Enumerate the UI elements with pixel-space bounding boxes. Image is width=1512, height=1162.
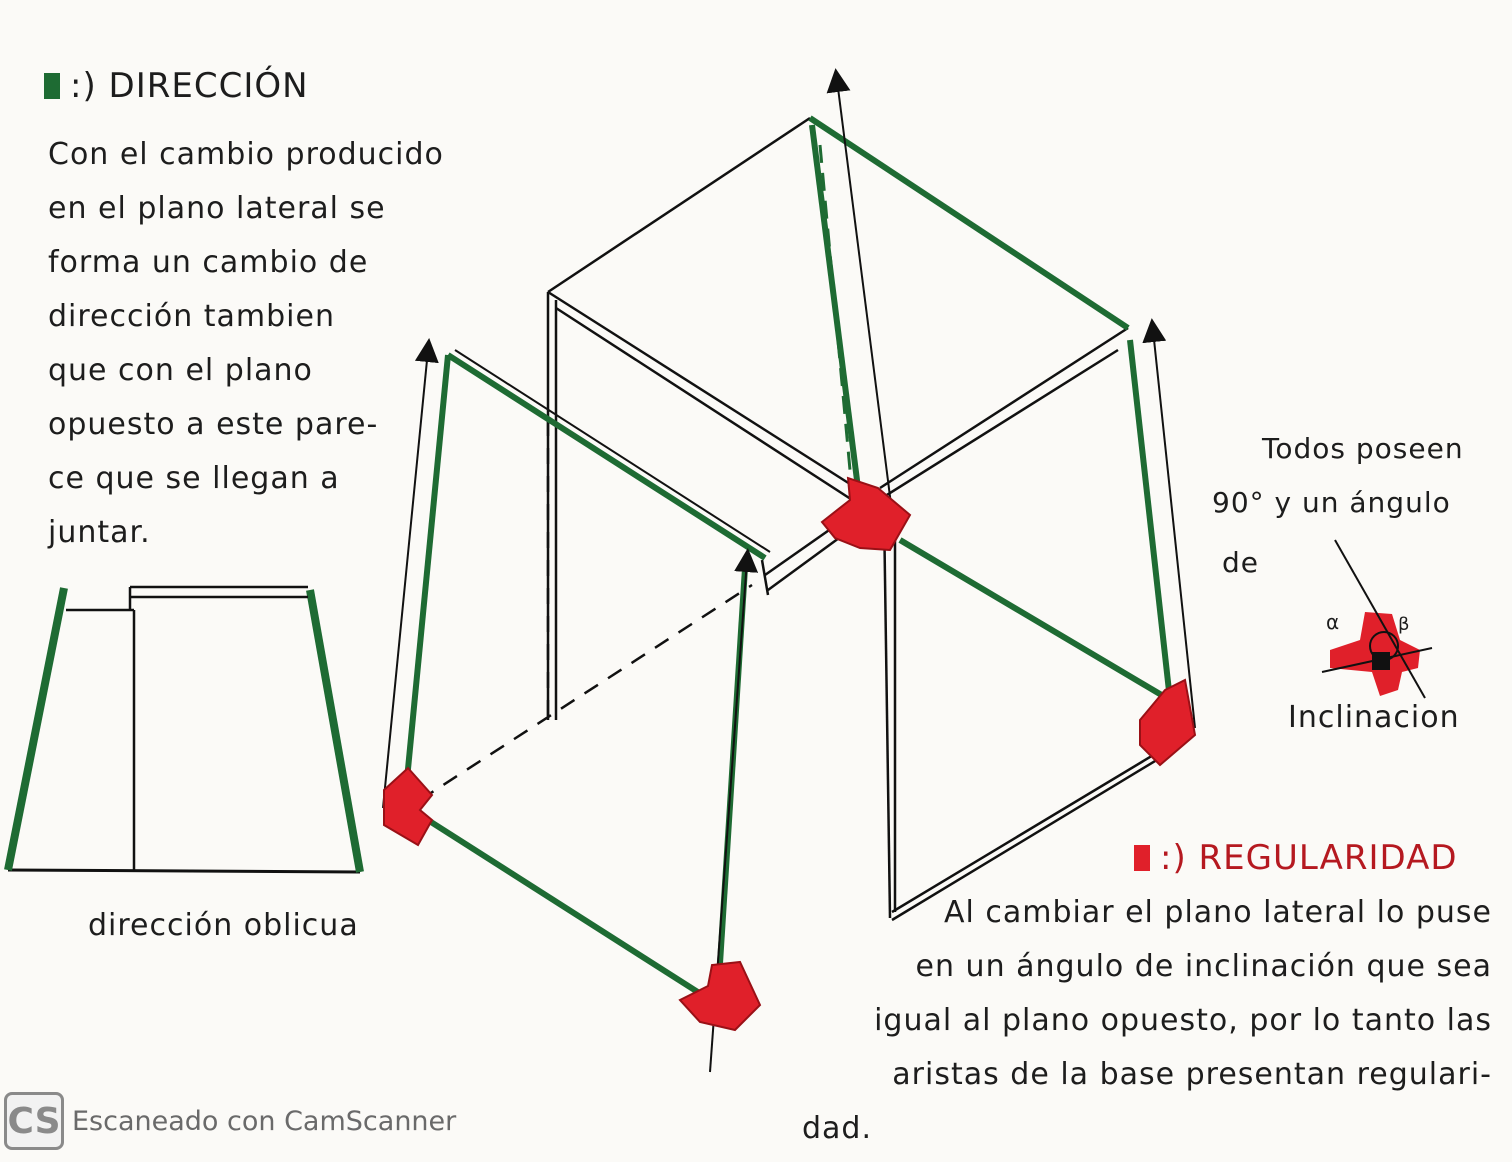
camscanner-label: Escaneado con CamScanner (72, 1105, 457, 1137)
direccion-line: Con el cambio producido (48, 137, 444, 172)
direccion-line: opuesto a este pare- (48, 407, 379, 442)
direccion-line: ce que se llegan a (48, 461, 340, 496)
prism-hidden-edges (419, 420, 753, 802)
camscanner-watermark: CS Escaneado con CamScanner (4, 1092, 456, 1150)
camscanner-logo-icon: CS (4, 1092, 64, 1150)
direccion-line: dirección tambien (48, 299, 335, 334)
regularidad-heading-text: :) REGULARIDAD (1160, 838, 1458, 878)
alpha-label: α (1326, 610, 1341, 634)
regularidad-line: Al cambiar el plano lateral lo puse (943, 895, 1492, 930)
inclinacion-label: Inclinacion (1288, 700, 1460, 735)
green-bullet-mark (44, 73, 60, 99)
direccion-line: en el plano lateral se (48, 191, 386, 226)
regularidad-line: en un ángulo de inclinación que sea (915, 949, 1492, 984)
angle-marker-right (1139, 678, 1197, 767)
direccion-heading: :) DIRECCIÓN (44, 66, 309, 106)
red-bullet-mark (1134, 845, 1150, 871)
angle-marker-center (820, 476, 912, 552)
regularidad-line: aristas de la base presentan regulari- (892, 1057, 1492, 1092)
prism-back-edges (546, 116, 1171, 922)
oblique-direction-caption: dirección oblicua (88, 908, 359, 943)
prism-front-edges (402, 115, 1173, 1006)
direccion-line: que con el plano (48, 353, 313, 388)
angle-marker-left (383, 766, 434, 847)
direccion-line: juntar. (48, 515, 151, 550)
direccion-line: forma un cambio de (48, 245, 369, 280)
angle-note-line-3: de (1222, 546, 1259, 579)
beta-label: β (1398, 614, 1411, 635)
inclination-angle-diagram (1321, 539, 1433, 699)
oblique-direction-figure (4, 585, 364, 874)
angle-note-line-1: Todos poseen (1262, 432, 1464, 465)
regularidad-line: igual al plano opuesto, por lo tanto las (874, 1003, 1492, 1038)
angle-marker-bottom (678, 960, 762, 1032)
direccion-heading-text: :) DIRECCIÓN (70, 66, 309, 106)
angle-note-line-2: 90° y un ángulo (1212, 486, 1451, 519)
regularidad-paragraph: Al cambiar el plano lateral lo puse en u… (778, 886, 1492, 1156)
direccion-paragraph: Con el cambio producido en el plano late… (48, 128, 444, 560)
regularidad-heading: :) REGULARIDAD (1134, 838, 1458, 878)
regularidad-line: dad. (802, 1111, 873, 1146)
right-angle-markers (383, 476, 1197, 1032)
